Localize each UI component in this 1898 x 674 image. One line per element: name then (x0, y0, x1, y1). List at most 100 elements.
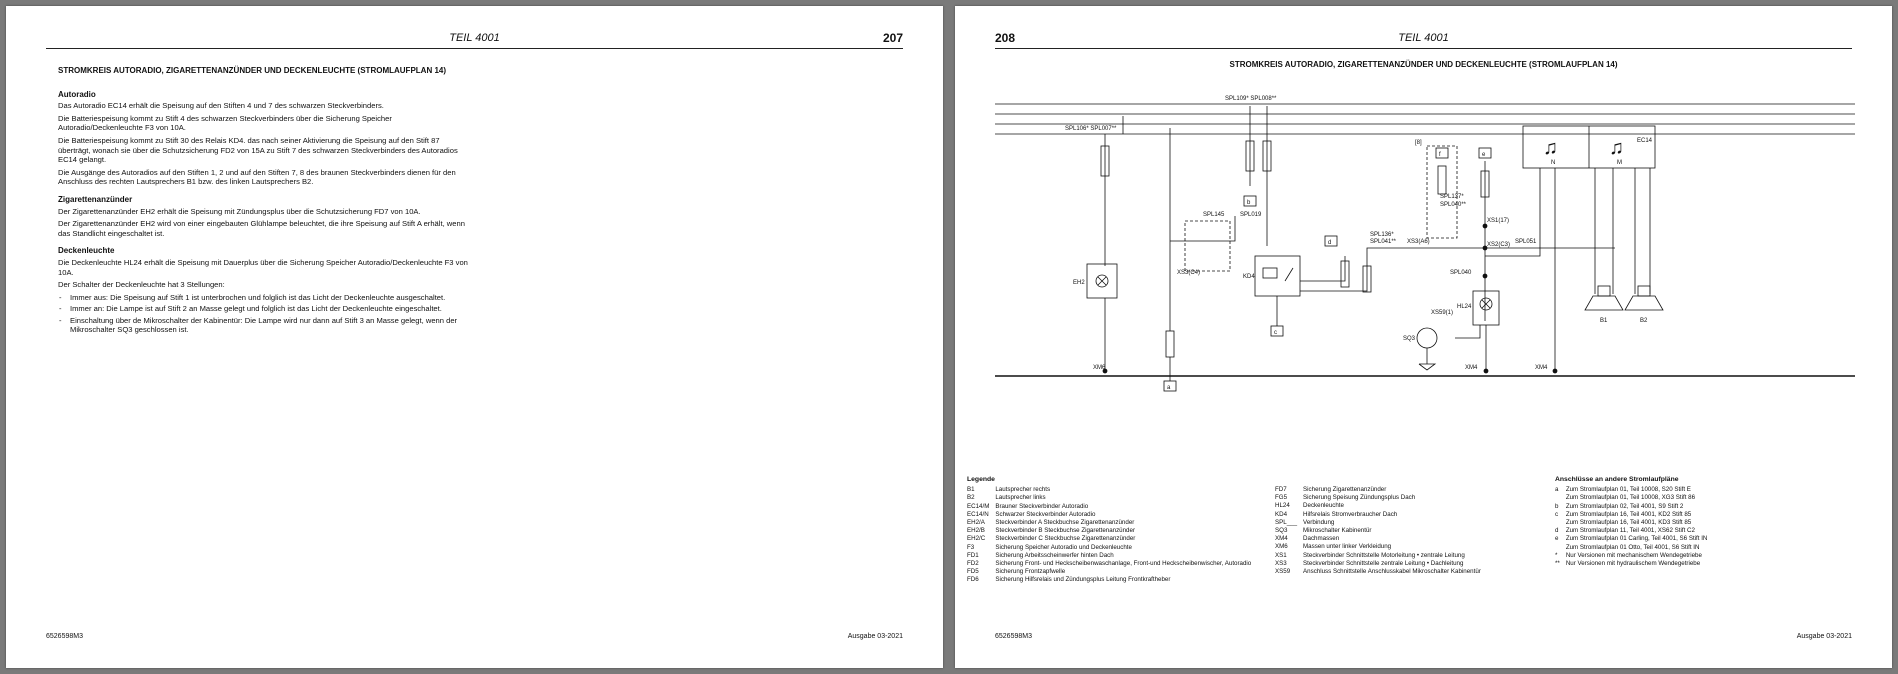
list-item: Immer an: Die Lampe ist auf Stift 2 an M… (59, 304, 468, 314)
footer-doc-number: 6526598M3 (995, 633, 1032, 640)
header-title: TEIL 4001 (1398, 32, 1449, 44)
legend-code: FD7 (1275, 486, 1287, 493)
legend-code: HL24 (1275, 502, 1290, 510)
legend-title: Legende (967, 476, 995, 483)
connector-c (1270, 325, 1284, 337)
label-spl137: SPL137* (1440, 194, 1464, 200)
legend-description: Zum Stromlaufplan 01, Teil 10008, S20 St… (1565, 486, 1691, 494)
paragraph: Die Deckenleuchte HL24 erhält die Speisu… (58, 257, 468, 277)
label-eh2: EH2 (1073, 280, 1085, 286)
wiring-schematic: ♫ ♫ SPL109* SPL008** SPL106* SPL007** SP… (995, 96, 1855, 392)
list-item: Immer aus: Die Speisung auf Stift 1 ist … (59, 293, 468, 303)
legend-code: e (1555, 535, 1559, 543)
legend-description: Nur Versionen mit mechanischem Wendegetr… (1565, 551, 1702, 559)
connector-f-top (1435, 147, 1449, 159)
label-b2: B2 (1640, 318, 1648, 324)
legend-code: B1 (967, 486, 975, 494)
label-spl041: SPL041** (1370, 239, 1397, 245)
label-spl-left: SPL106* SPL007** (1065, 126, 1117, 132)
legend-description: Sicherung Arbeitsscheinwerfer hinten Dac… (995, 551, 1114, 559)
label-spl019: SPL019 (1240, 212, 1262, 218)
label-xm6: XM6 (1093, 365, 1106, 371)
legend-row: F3 Sicherung Speicher Autoradio und Decke… (967, 544, 1257, 552)
legend-code: XS3 (1275, 559, 1287, 567)
fuse-fg5 (1245, 140, 1255, 172)
page-number: 208 (995, 31, 1016, 45)
legend-code: EC14/M (967, 502, 990, 510)
legend-description: Massen unter linker Verkleidung (1303, 543, 1392, 551)
music-note-icon: ♫ (1609, 137, 1624, 159)
legend-description: Lautsprecher rechts (995, 486, 1051, 494)
legend-row: XS59 Anschluss Schnittstelle Anschlusskab… (1275, 568, 1487, 576)
fuse-fd (1480, 170, 1490, 198)
paragraph: Der Zigarettenanzünder EH2 erhält die Sp… (58, 206, 421, 216)
legend-code: KD4 (1275, 510, 1288, 518)
legend-description: Mikroschalter Kabinentür (1303, 527, 1372, 535)
legend-code: XS59 (1275, 568, 1291, 576)
fuse-fd1 (1262, 140, 1272, 172)
fuse-box-f3 (1426, 145, 1458, 239)
paragraph: Das Autoradio EC14 erhält die Speisung a… (58, 101, 384, 111)
legend-code: SPL___ (1275, 518, 1298, 526)
subsection-title: Autoradio (58, 89, 96, 99)
legend-code: FD6 (967, 576, 979, 584)
label-ec14: EC14 (1637, 138, 1653, 144)
label-pin8: [8] (1415, 140, 1422, 146)
paragraph: Der Zigarettenanzünder EH2 wird von eine… (58, 219, 465, 238)
label-spl145: SPL145 (1203, 212, 1225, 218)
label-m: M (1617, 160, 1622, 166)
paragraph: Der Schalter der Deckenleuchte hat 3 Ste… (58, 280, 225, 290)
label-spl-top: SPL109* SPL008** (1225, 96, 1277, 102)
legend-description: Nur Versionen mit hydraulischem Wendeget… (1565, 560, 1701, 568)
label-spl051: SPL051 (1515, 239, 1537, 245)
legend-description: Sicherung Speicher Autoradio und Deckenl… (995, 543, 1132, 551)
fuse-f3 (1437, 165, 1447, 195)
legend-description: Sicherung Front- und Heckscheibenwaschan… (995, 560, 1252, 568)
page-header: TEIL 4001 208 (995, 30, 1852, 49)
label-conn-a: a (1167, 385, 1171, 391)
legend-description: Sicherung Zigarettenanzünder (1303, 486, 1387, 493)
legend-code: EC14/N (967, 510, 989, 518)
legend-code: ** (1555, 560, 1560, 568)
label-spl040b: SPL040** (1440, 202, 1467, 208)
footer-edition: Ausgabe 03-2021 (1796, 633, 1852, 640)
legend-row: * Nur Versionen mit mechanischem Wendeget… (1555, 552, 1713, 560)
legend-code: d (1555, 527, 1559, 535)
legend-description: Anschluss Schnittstelle Anschlusskabel M… (1303, 568, 1481, 576)
connector-e (1478, 147, 1492, 159)
label-conn-e: e (1482, 152, 1486, 158)
speaker-b2 (1624, 295, 1664, 311)
lamp-hl24 (1472, 290, 1500, 326)
legend-description: Zum Stromlaufplan 16, Teil 4001, KD3 Sti… (1565, 519, 1692, 527)
legend-row: Zum Stromlaufplan 16, Teil 4001, KD3 Sti… (1555, 519, 1713, 527)
legend-description: Steckverbinder C Steckbuchse Zigarettena… (995, 535, 1136, 543)
label-xs2: XS2(C3) (1487, 242, 1510, 248)
label-kd4: KD4 (1243, 274, 1255, 280)
legend-code: XM6 (1275, 543, 1288, 551)
legend-code: F3 (967, 543, 975, 551)
legend-code (1555, 519, 1566, 527)
label-conn-d: d (1328, 240, 1331, 246)
legend-code: * (1555, 551, 1558, 559)
legend-code: XS1 (1275, 551, 1287, 559)
fuse-fd5 (1340, 260, 1350, 288)
legend-description: Sicherung Frontzapfwelle (995, 568, 1066, 576)
microswitch-sq3 (1416, 327, 1438, 349)
label-conn-b: b (1247, 200, 1251, 206)
label-sq3: SQ3 (1403, 336, 1416, 342)
legend-description: Zum Stromlaufplan 11, Teil 4001, XS62 St… (1565, 527, 1695, 535)
ground-point (1102, 368, 1108, 374)
